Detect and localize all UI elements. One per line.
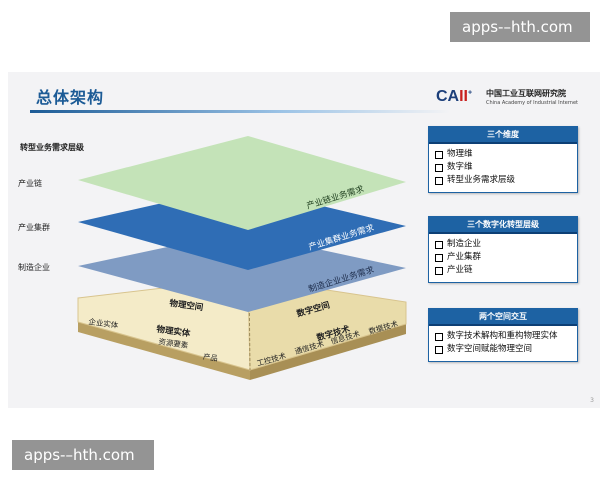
logo-name-en: China Academy of Industrial Internet: [486, 100, 578, 106]
list-item: 数字维: [435, 161, 571, 174]
panel-transformation-levels: 三个数字化转型层级 制造企业 产业集群 产业链: [428, 216, 578, 283]
layer-industry-chain: [78, 136, 406, 230]
panel-three-dimensions: 三个维度 物理维 数字维 转型业务需求层级: [428, 126, 578, 193]
checkbox-icon: [435, 267, 443, 275]
physical-entity-label: 物理实体: [156, 324, 192, 340]
physical-item-enterprise: 企业实体: [88, 316, 120, 330]
list-item: 制造企业: [435, 238, 571, 251]
checkbox-icon: [435, 241, 443, 249]
logo-mark: CAII+: [436, 88, 473, 105]
checkbox-icon: [435, 346, 443, 354]
panel-title: 三个维度: [429, 127, 577, 144]
slide-title: 总体架构: [36, 88, 105, 107]
layer-label-manufacturer: 制造企业: [18, 263, 50, 272]
checkbox-icon: [435, 254, 443, 262]
layer-axis-heading: 转型业务需求层级: [20, 143, 84, 152]
checkbox-icon: [435, 333, 443, 341]
checkbox-icon: [435, 151, 443, 159]
watermark-top: apps-–hth.com: [450, 12, 590, 42]
panel-title: 三个数字化转型层级: [429, 217, 577, 234]
layer-label-industry-chain: 产业链: [18, 179, 42, 188]
physical-item-resources: 资源要素: [158, 336, 190, 350]
logo-name-cn: 中国工业互联网研究院: [486, 89, 566, 98]
panel-list: 数字技术解构和重构物理实体 数字空间赋能物理空间: [429, 326, 577, 361]
layered-architecture-diagram: 产业链业务需求 产业集群业务需求 制造企业业务需求 物理空间 物理实体 企业实体…: [77, 136, 407, 380]
list-item: 数字技术解构和重构物理实体: [435, 330, 571, 343]
physical-space-title: 物理空间: [169, 298, 204, 314]
list-item: 数字空间赋能物理空间: [435, 343, 571, 356]
watermark-bottom: apps-–hth.com: [12, 440, 154, 470]
checkbox-icon: [435, 164, 443, 172]
page-number: 3: [590, 397, 594, 404]
base-side-right: [250, 324, 406, 380]
panel-space-interaction: 两个空间交互 数字技术解构和重构物理实体 数字空间赋能物理空间: [428, 308, 578, 362]
panel-list: 物理维 数字维 转型业务需求层级: [429, 144, 577, 192]
base-side-left: [78, 322, 250, 380]
slide: 总体架构 CAII+ 中国工业互联网研究院 China Academy of I…: [8, 72, 600, 408]
layer-label-industry-cluster: 产业集群: [18, 223, 50, 232]
list-item: 物理维: [435, 148, 571, 161]
layer-manufacturer: [78, 232, 406, 312]
physical-item-product: 产品: [202, 351, 218, 363]
list-item: 产业链: [435, 264, 571, 277]
title-underline: [30, 110, 450, 113]
panel-list: 制造企业 产业集群 产业链: [429, 234, 577, 282]
panel-title: 两个空间交互: [429, 309, 577, 326]
checkbox-icon: [435, 177, 443, 185]
list-item: 转型业务需求层级: [435, 174, 571, 187]
list-item: 产业集群: [435, 251, 571, 264]
